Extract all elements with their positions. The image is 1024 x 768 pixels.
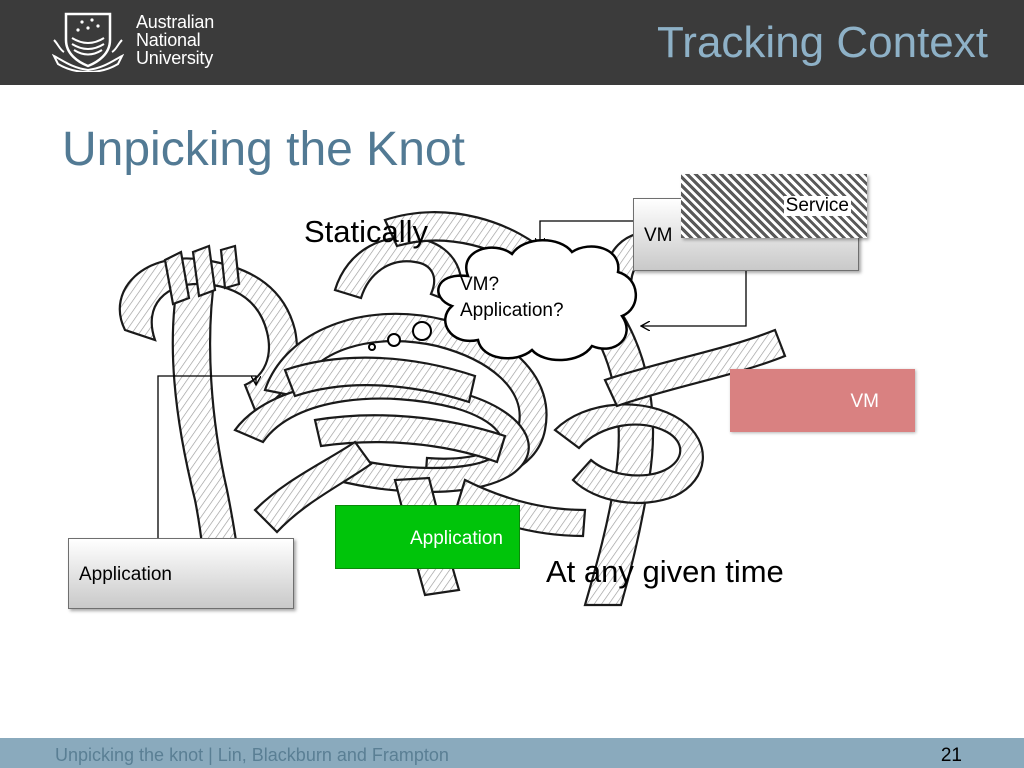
section-title: Tracking Context bbox=[657, 18, 988, 67]
any-given-time-label: At any given time bbox=[546, 554, 784, 589]
vm-box-grey-label: VM bbox=[644, 225, 673, 246]
anu-logo: Australian National University bbox=[52, 10, 232, 75]
anu-crest-icon bbox=[52, 12, 124, 72]
service-box: Service bbox=[681, 174, 867, 238]
thought-cloud bbox=[437, 239, 638, 362]
cloud-text: VM? Application? bbox=[460, 272, 564, 324]
logo-line-3: University bbox=[136, 48, 214, 68]
logo-text: Australian National University bbox=[136, 13, 214, 67]
cloud-line-2: Application? bbox=[460, 300, 564, 321]
application-box-grey-label: Application bbox=[79, 564, 172, 585]
footer-bar bbox=[0, 738, 1024, 768]
page-number: 21 bbox=[940, 745, 962, 766]
cloud-line-1: VM? bbox=[460, 274, 500, 295]
application-box-green: Application bbox=[335, 505, 520, 569]
vm-box-pink-label: VM bbox=[850, 391, 880, 412]
knot-illustration bbox=[118, 211, 787, 607]
slide-title: Unpicking the Knot bbox=[62, 123, 465, 176]
logo-line-2: National bbox=[136, 30, 201, 50]
statically-label: Statically bbox=[304, 214, 429, 249]
service-box-label: Service bbox=[783, 195, 851, 216]
logo-line-1: Australian bbox=[136, 12, 215, 32]
application-box-grey: Application bbox=[68, 538, 294, 609]
application-box-green-label: Application bbox=[410, 528, 503, 549]
vm-box-pink: VM bbox=[730, 369, 915, 432]
footer-text: Unpicking the knot | Lin, Blackburn and … bbox=[55, 745, 449, 765]
header-bar: Australian National University Tracking … bbox=[0, 0, 1024, 85]
